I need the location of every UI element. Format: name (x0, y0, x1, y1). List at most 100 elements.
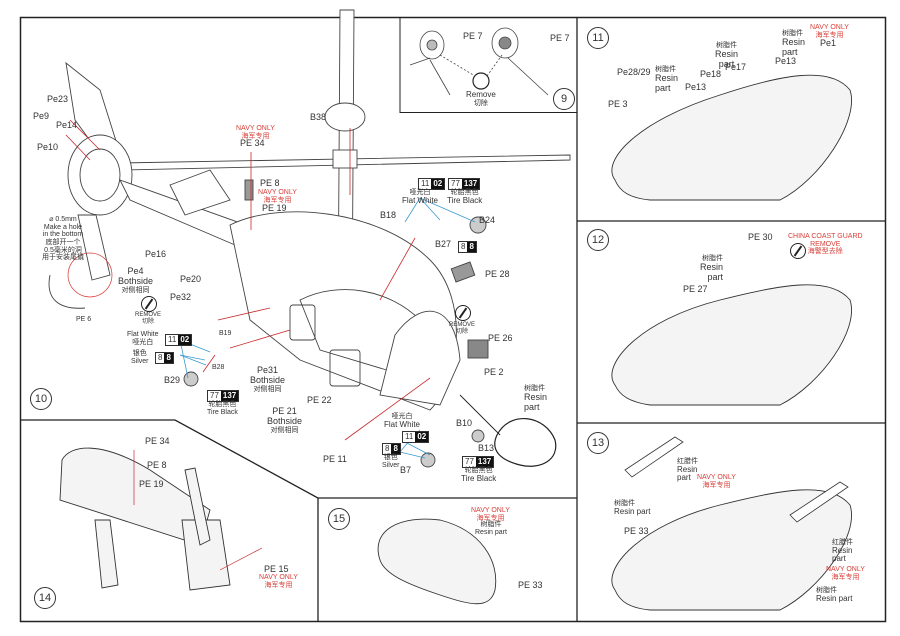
flat-white-en: Flat White (402, 195, 439, 205)
resin-part-note-13a: 红腊件 Resin part (677, 458, 698, 483)
remove-text-zh: 切除 (473, 99, 488, 107)
remove-en: REMOVE (449, 322, 476, 328)
label-pe16: Pe16 (145, 249, 167, 259)
fuselage-top-steps (377, 74, 852, 611)
paint-code-white: 8 (383, 444, 392, 454)
remove-note-2: REMOVE 切除 (449, 322, 475, 335)
paint-code-black: 02 (431, 179, 445, 189)
label-pe23: Pe23 (47, 94, 69, 104)
navy-only-en: NAVY ONLY (471, 507, 510, 514)
pe4-text: Pe4 (127, 266, 144, 276)
label-b10: B10 (456, 418, 473, 428)
step-number-12: 12 (587, 229, 609, 251)
paint-code-white: 77 (208, 391, 221, 401)
navy-only-note-13a: NAVY ONLY 海军专用 (697, 474, 736, 489)
resin-part-note-13c: 红腊件 Resin part (832, 539, 853, 564)
silver-note-1: 银色 Silver (131, 350, 149, 365)
label-pe14: Pe14 (56, 120, 78, 130)
flat-white-zh: 哑光白 (132, 338, 154, 346)
resin-en: Resin (700, 261, 724, 272)
label-pe33-step13: PE 33 (624, 526, 649, 536)
navy-only-en: NAVY ONLY (826, 566, 865, 573)
remove-knife-icon (455, 305, 471, 321)
hole-note: ⌀ 0.5mm Make a hole in the bottom 底部开一个 … (42, 216, 84, 262)
paint-code-white: 77 (449, 179, 462, 189)
hole-note-zh-1: 底部开一个 (45, 239, 81, 247)
resin-zh: 红腊件 (677, 458, 698, 465)
remove-text-en: Remove (466, 90, 496, 99)
step-number-10: 10 (30, 388, 52, 410)
part-en: part (832, 554, 846, 564)
navy-only-zh: 海军专用 (241, 132, 270, 140)
navy-only-zh: 海军专用 (702, 481, 731, 489)
label-b27: B27 (435, 239, 452, 249)
part-en: part (655, 82, 671, 93)
helicopter-step10 (48, 9, 571, 468)
resin-en: Resin (715, 48, 739, 59)
label-pe21: PE 21 Bothside 对侧相同 (267, 406, 303, 434)
label-pe28-29: Pe28/29 (617, 67, 651, 77)
bothside-zh: 对侧相同 (270, 426, 299, 434)
resin-part-en: Resin part (475, 528, 507, 536)
label-b38: B38 (310, 112, 327, 122)
label-b28: B28 (212, 364, 225, 371)
navy-only-note-1: NAVY ONLY 海军专用 (236, 125, 275, 140)
tire-black-note-3: 轮胎黑色 Tire Black (461, 467, 496, 483)
tail-step14 (59, 447, 231, 591)
label-b13: B13 (478, 443, 495, 453)
paint-code-black: 8 (391, 444, 400, 454)
label-pe7-right: PE 7 (550, 33, 570, 43)
remove-note-1: REMOVE 切除 (135, 312, 161, 325)
label-pe8: PE 8 (260, 178, 280, 188)
resin-part-note-13b: 树脂件 Resin part (614, 500, 650, 516)
step9-art (409, 27, 549, 96)
paint-code-black: 8 (164, 353, 173, 363)
step-number-14: 14 (34, 587, 56, 609)
resin-part-note-12: 树脂件 Resin part (700, 255, 723, 282)
navy-only-en: NAVY ONLY (810, 24, 849, 31)
paint-code-white: 11 (166, 335, 179, 345)
navy-only-zh: 海军专用 (815, 31, 844, 39)
label-b7: B7 (400, 465, 412, 475)
paint-code-white: 8 (156, 353, 165, 363)
hole-note-zh-2: 0.5毫米的洞 (44, 246, 82, 254)
flat-white-en: Flat White (127, 331, 159, 338)
step-number-9: 9 (553, 88, 575, 110)
navy-only-note-14: NAVY ONLY 海军专用 (259, 574, 298, 589)
navy-only-note-11: NAVY ONLY 海军专用 (810, 24, 849, 39)
resin-en: Resin (832, 545, 853, 555)
coast-guard-remove: REMOVE (810, 240, 841, 248)
label-pe9: Pe9 (33, 111, 50, 121)
step14-guide (133, 450, 263, 571)
paint-code-black: 8 (467, 242, 476, 252)
step-number-15: 15 (328, 508, 350, 530)
remove-zh: 切除 (456, 328, 469, 335)
part-en: part (782, 46, 798, 57)
flat-white-zh: 哑光白 (391, 413, 413, 420)
label-pe15: PE 15 (264, 564, 289, 574)
resin-en: Resin (677, 464, 698, 474)
label-pe30: PE 30 (748, 232, 773, 242)
resin-part-note-11b: 树脂件 Resin part (715, 42, 738, 69)
tire-black-note-1: 轮胎黑色 Tire Black (207, 401, 238, 416)
navy-only-en: NAVY ONLY (258, 189, 297, 196)
bothside-text: Bothside (250, 374, 286, 385)
silver-en: Silver (131, 357, 149, 365)
flat-white-en: Flat White (384, 419, 421, 429)
label-pe20: Pe20 (180, 274, 202, 284)
label-pe22: PE 22 (307, 395, 332, 405)
tire-black-zh: 轮胎黑色 (208, 401, 237, 408)
label-pe11: PE 11 (323, 454, 347, 464)
flat-white-zh: 哑光白 (409, 189, 431, 196)
navy-only-zh: 海军专用 (263, 196, 292, 204)
resin-part-note-15: 树脂件 Resin part (475, 521, 507, 536)
resin-zh: 树脂件 (655, 66, 676, 73)
label-b29: B29 (164, 375, 181, 385)
bothside-text: Bothside (267, 415, 303, 426)
navy-only-zh: 海军专用 (831, 573, 860, 581)
